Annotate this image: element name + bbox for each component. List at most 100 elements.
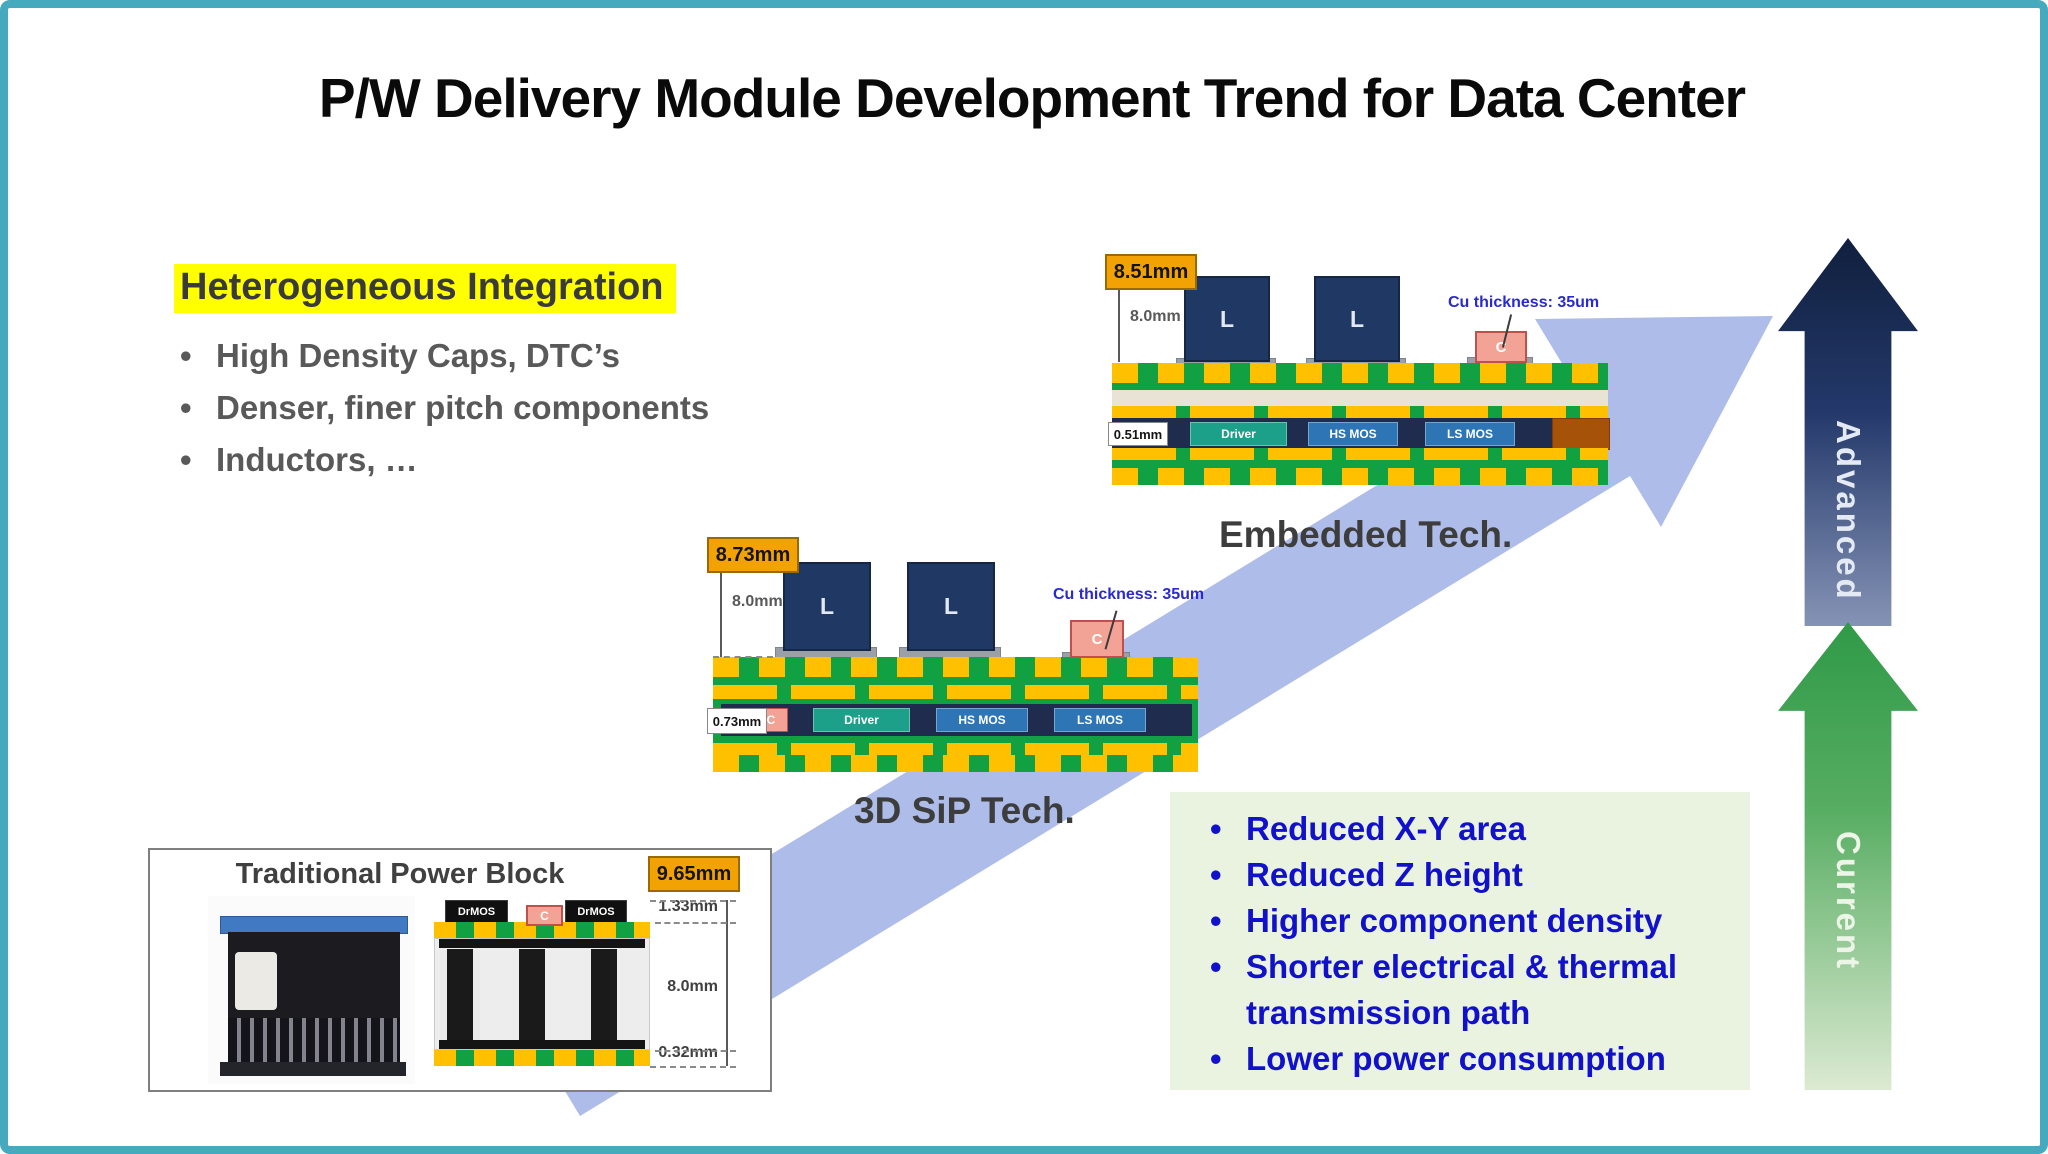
pcb-pad-layer (713, 657, 1198, 677)
pcb-core-layer (713, 699, 1198, 704)
driver-chip: Driver (1190, 422, 1287, 446)
benefit-item: • Higher component density (1210, 898, 1740, 944)
transformer-plate (439, 939, 645, 948)
bullet-dot: • (180, 389, 192, 426)
die-strip: C Driver HS MOS LS MOS (721, 704, 1192, 736)
inner-dimension-label: 0.73mm (707, 708, 767, 734)
page-title: P/W Delivery Module Development Trend fo… (318, 67, 1746, 129)
transformer-column (519, 949, 545, 1041)
bullet-dot: • (1210, 902, 1222, 939)
sip-caption: 3D SiP Tech. (854, 790, 1075, 831)
transformer-section (434, 938, 650, 1050)
inductor-label: L (819, 593, 835, 619)
benefit-text: Reduced Z height (1246, 856, 1523, 893)
embedded-copper-block (1552, 418, 1610, 450)
benefits-panel: • Reduced X-Y area • Reduced Z height • … (1170, 792, 1750, 1090)
transformer-plate (439, 1040, 645, 1049)
embedded-height-badge: 8.51mm (1105, 254, 1197, 290)
benefit-item: • Shorter electrical & thermal transmiss… (1210, 944, 1740, 1036)
benefit-item: • Reduced X-Y area (1210, 806, 1740, 852)
traditional-title: Traditional Power Block (235, 858, 565, 890)
dimension-line (1118, 286, 1120, 362)
list-item: • Inductors, … (180, 434, 820, 486)
bullet-dot: • (1210, 810, 1222, 847)
benefit-text: Higher component density (1246, 902, 1663, 939)
bullet-dot: • (1210, 856, 1222, 893)
cu-thickness-label: Cu thickness: 35um (1053, 586, 1205, 603)
capacitor-label: C (1495, 338, 1507, 356)
capacitor-label: C (540, 908, 549, 923)
dimension-guide (655, 922, 736, 924)
capacitor-label: C (766, 713, 776, 727)
capacitor: C (1475, 331, 1527, 363)
dimension-guide (650, 900, 736, 902)
inductor: L (1184, 276, 1270, 362)
pcb-pad-layer (1112, 363, 1608, 383)
dimension-label: 8.0mm (667, 978, 718, 995)
inner-dimension-label: 0.51mm (1108, 422, 1168, 446)
drmos-label: DrMOS (457, 906, 496, 918)
traditional-height-badge: 9.65mm (648, 856, 740, 892)
heterogeneous-list: • High Density Caps, DTC’s • Denser, fin… (180, 330, 820, 486)
transformer-column (591, 949, 617, 1041)
benefit-text: Reduced X-Y area (1246, 810, 1527, 847)
cu-thickness-label: Cu thickness: 35um (1448, 294, 1600, 311)
dimension-line (726, 900, 728, 1066)
embedded-pcb-board: Driver HS MOS LS MOS 0.51mm (1108, 363, 1610, 485)
embedded-caption: Embedded Tech. (1219, 514, 1513, 555)
bullet-dot: • (1210, 1040, 1222, 1077)
pcb-core-layer (1112, 460, 1608, 468)
benefit-item: • Lower power consumption (1210, 1036, 1740, 1082)
chip-label: HS MOS (958, 713, 1006, 727)
pcb-pad-layer (713, 755, 1198, 772)
inductor: L (783, 562, 871, 651)
list-item: • Denser, finer pitch components (180, 382, 820, 434)
chip-label: LS MOS (1446, 427, 1493, 441)
bullet-dot: • (1210, 948, 1222, 985)
capacitor: C (526, 905, 563, 926)
sip-pcb-board: C Driver HS MOS LS MOS 0.73mm (707, 657, 1198, 772)
pcb-buildup-layer (1112, 390, 1608, 406)
bullet-dot: • (180, 441, 192, 478)
hs-mos-chip: HS MOS (936, 708, 1028, 732)
sip-height-badge: 8.73mm (707, 537, 799, 573)
inductor: L (1314, 276, 1400, 362)
pcb-core-layer (713, 677, 1198, 685)
drmos-chip: DrMOS (445, 900, 508, 924)
dimension-guide (655, 1050, 736, 1052)
dimension-guide (713, 656, 773, 658)
inductor-label: L (943, 593, 959, 619)
capacitor: C (1070, 620, 1124, 658)
chip-label: LS MOS (1076, 713, 1123, 727)
current-label: Current (1830, 830, 1867, 972)
chip-label: Driver (844, 713, 879, 727)
hs-mos-chip: HS MOS (1308, 422, 1398, 446)
pcb-pad-layer (434, 1050, 650, 1066)
pcb-core-layer (713, 736, 1198, 743)
pcb-copper-layer (713, 685, 1198, 699)
pcb-copper-layer (1112, 406, 1608, 418)
dimension-label: 1.33mm (658, 898, 718, 915)
pcb-pad-layer (1112, 468, 1608, 485)
photo-pins (228, 1018, 400, 1062)
module-photo (208, 896, 415, 1084)
list-item-text: Inductors, … (216, 441, 418, 478)
advanced-label: Advanced (1830, 420, 1867, 602)
pcb-copper-layer (713, 743, 1198, 755)
chip-label: HS MOS (1329, 427, 1377, 441)
pcb-copper-layer (1112, 448, 1608, 460)
heterogeneous-integration-heading: Heterogeneous Integration (174, 264, 676, 313)
benefit-item: • Reduced Z height (1210, 852, 1740, 898)
driver-chip: Driver (813, 708, 910, 732)
benefit-text: Shorter electrical & thermal transmissio… (1246, 948, 1677, 1031)
list-item-text: Denser, finer pitch components (216, 389, 710, 426)
benefit-text: Lower power consumption (1246, 1040, 1666, 1077)
photo-base (220, 1062, 406, 1076)
drmos-label: DrMOS (577, 906, 615, 918)
die-strip: Driver HS MOS LS MOS (1112, 418, 1552, 448)
dimension-guide (650, 1066, 736, 1068)
pcb-pad-layer (434, 922, 650, 938)
list-item-text: High Density Caps, DTC’s (216, 337, 621, 374)
dimension-label: 8.0mm (732, 593, 783, 610)
